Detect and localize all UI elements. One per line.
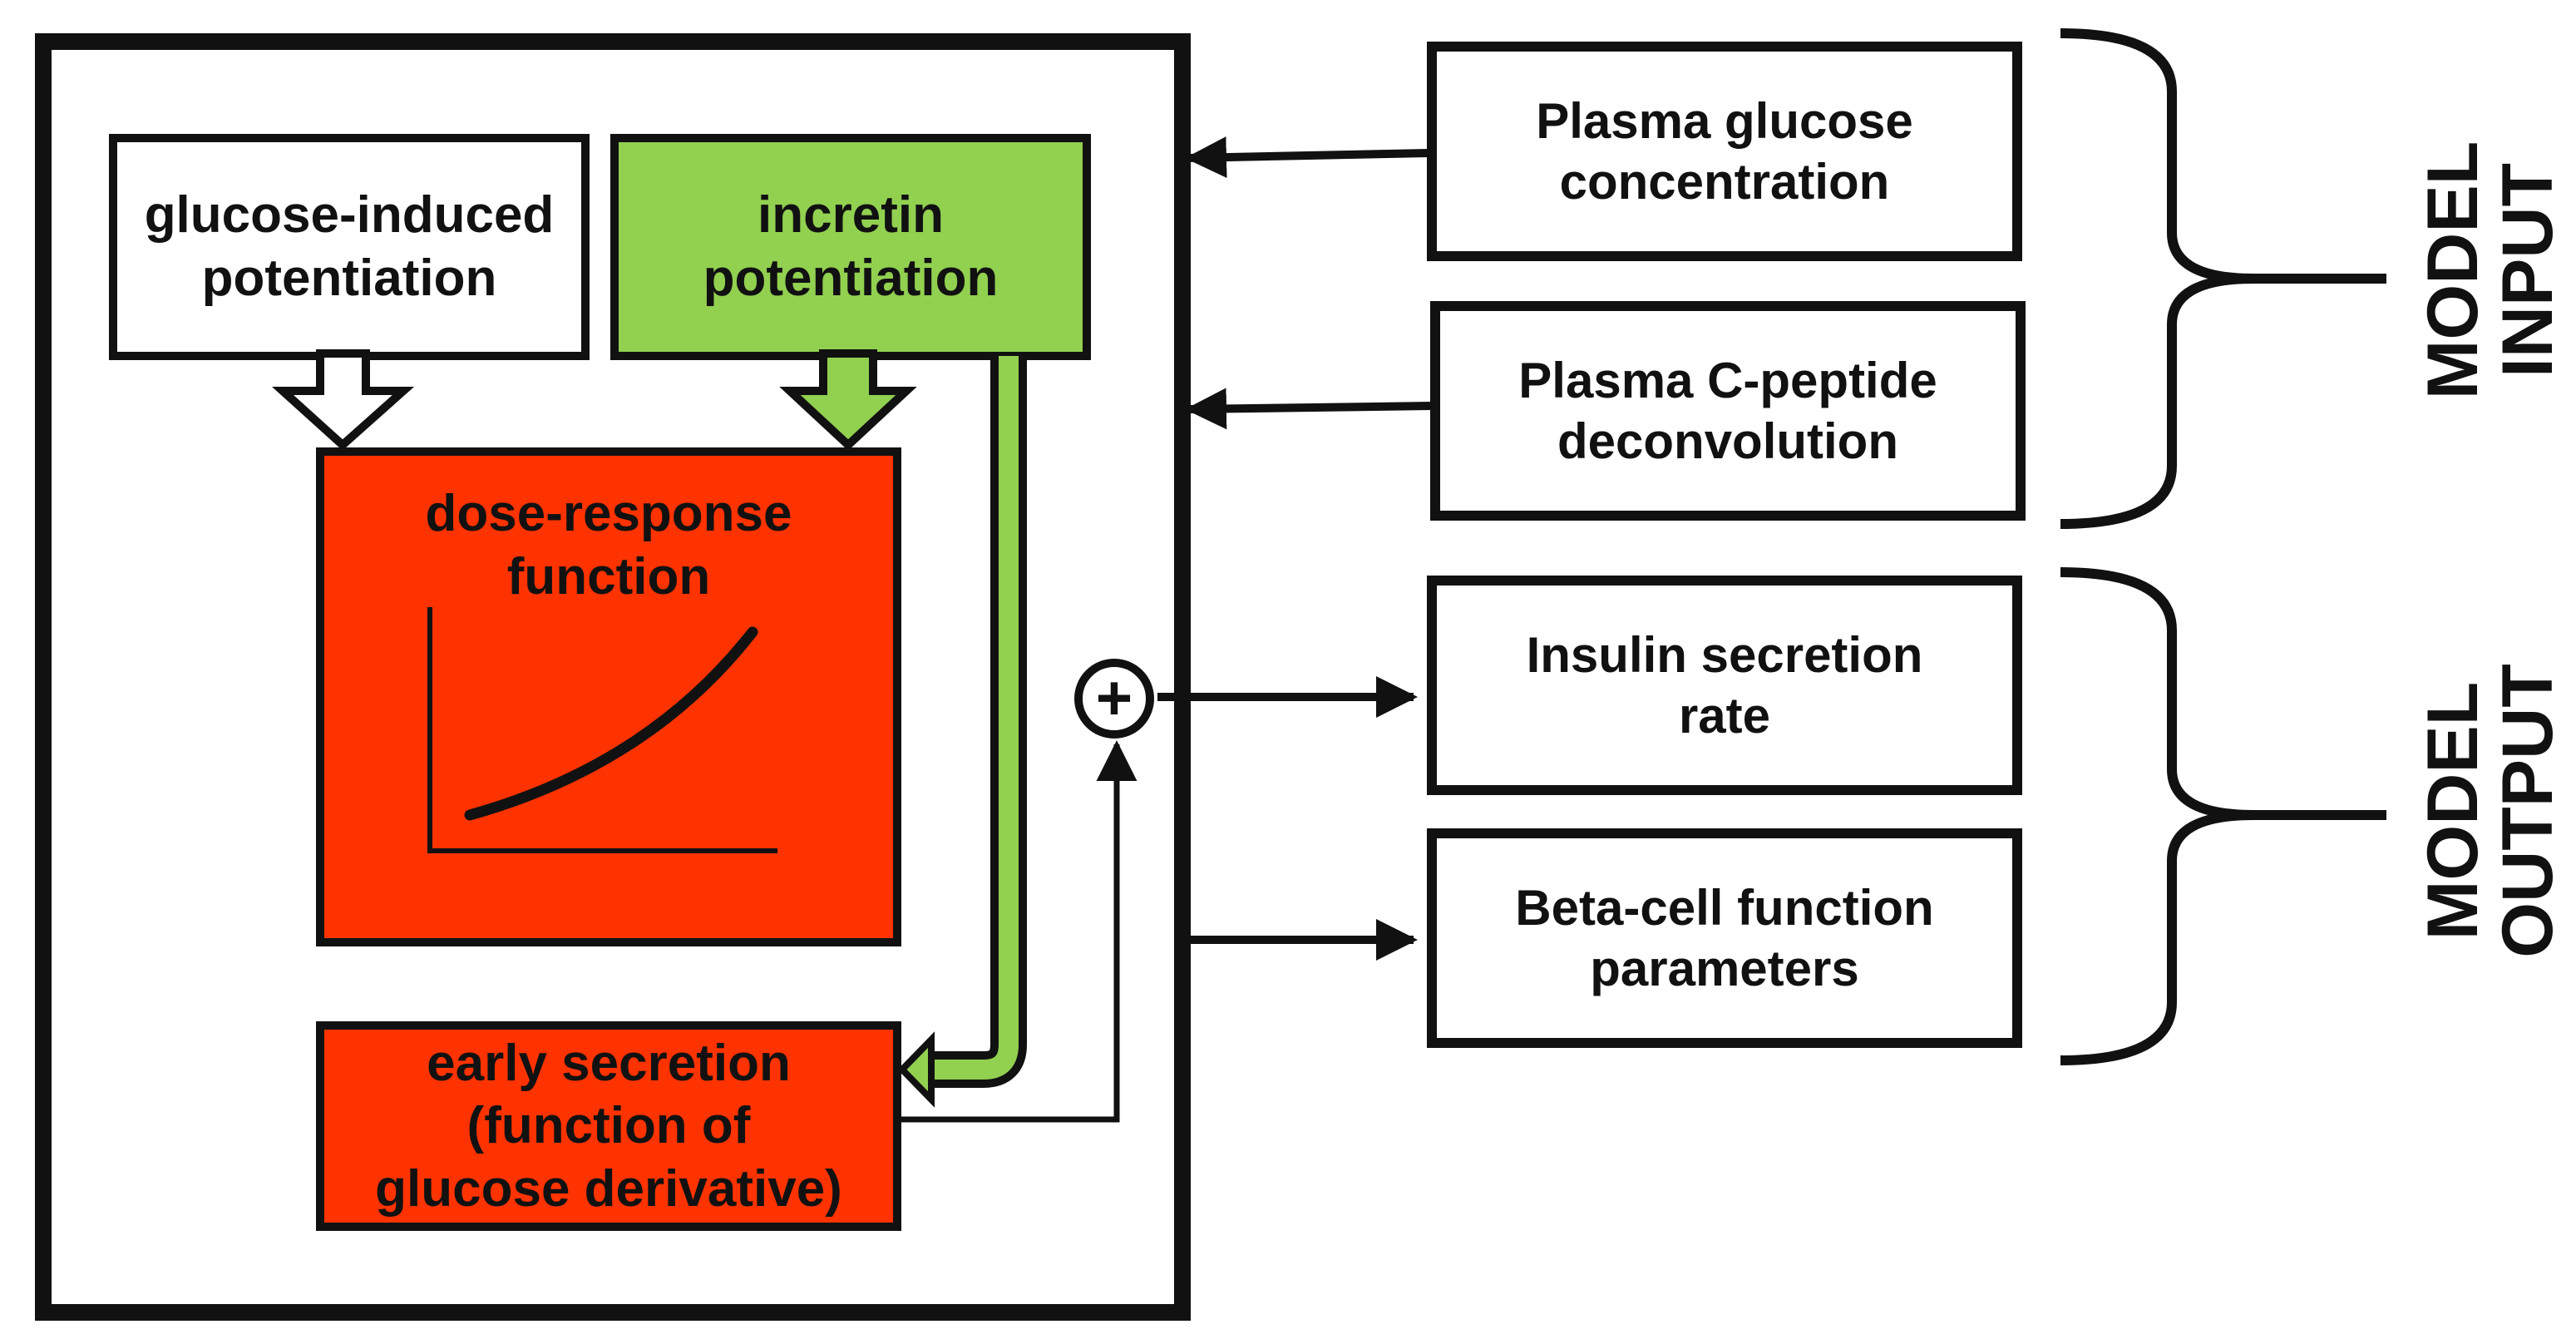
plot-axes (427, 607, 777, 853)
dose-response-fill (320, 452, 897, 942)
input-label-glucose: Plasma glucose concentration (1536, 92, 1913, 210)
model-input-brace (2060, 28, 2386, 529)
input-label-cpeptide: Plasma C-peptide deconvolution (1518, 352, 1937, 469)
glucose-induced-potentiation-label: glucose-induced potentiation (144, 186, 555, 307)
incretin-to-early-arrowhead (897, 1031, 935, 1108)
early-to-sum-connector (900, 740, 1137, 1123)
output-box-parameters: Beta-cell function parameters (1427, 828, 2022, 1048)
glucose-input-arrow (1185, 136, 1429, 179)
model-outer-frame (35, 33, 1191, 1321)
early-secretion-label: early secretion (function of glucose der… (375, 1034, 842, 1218)
incretin-potentiation-arrow (779, 349, 917, 451)
input-box-cpeptide: Plasma C-peptide deconvolution (1430, 301, 2026, 521)
incretin-to-early-arrow-fill (919, 356, 1019, 1080)
model-output-brace (2060, 567, 2386, 1065)
output-label-secretion-rate: Insulin secretion rate (1526, 626, 1923, 744)
incretin-potentiation-box: incretin potentiation (610, 134, 1091, 360)
dose-response-function-label: dose-response function (425, 485, 792, 605)
sum-junction: + (1074, 659, 1154, 739)
glucose-induced-potentiation-box: glucose-induced potentiation (109, 134, 590, 360)
glucose-potentiation-arrow (272, 349, 415, 451)
output-box-secretion-rate: Insulin secretion rate (1427, 576, 2022, 795)
cpeptide-input-arrow (1185, 388, 1433, 430)
plot-curve (464, 626, 758, 821)
input-box-glucose: Plasma glucose concentration (1427, 42, 2022, 261)
incretin-to-early-arrow (919, 356, 1027, 1088)
output-label-parameters: Beta-cell function parameters (1515, 879, 1934, 996)
sum-symbol: + (1095, 663, 1133, 734)
dose-response-function-box: dose-response function (316, 447, 901, 946)
early-secretion-box: early secretion (function of glucose der… (316, 1021, 901, 1231)
incretin-potentiation-label: incretin potentiation (703, 186, 999, 307)
